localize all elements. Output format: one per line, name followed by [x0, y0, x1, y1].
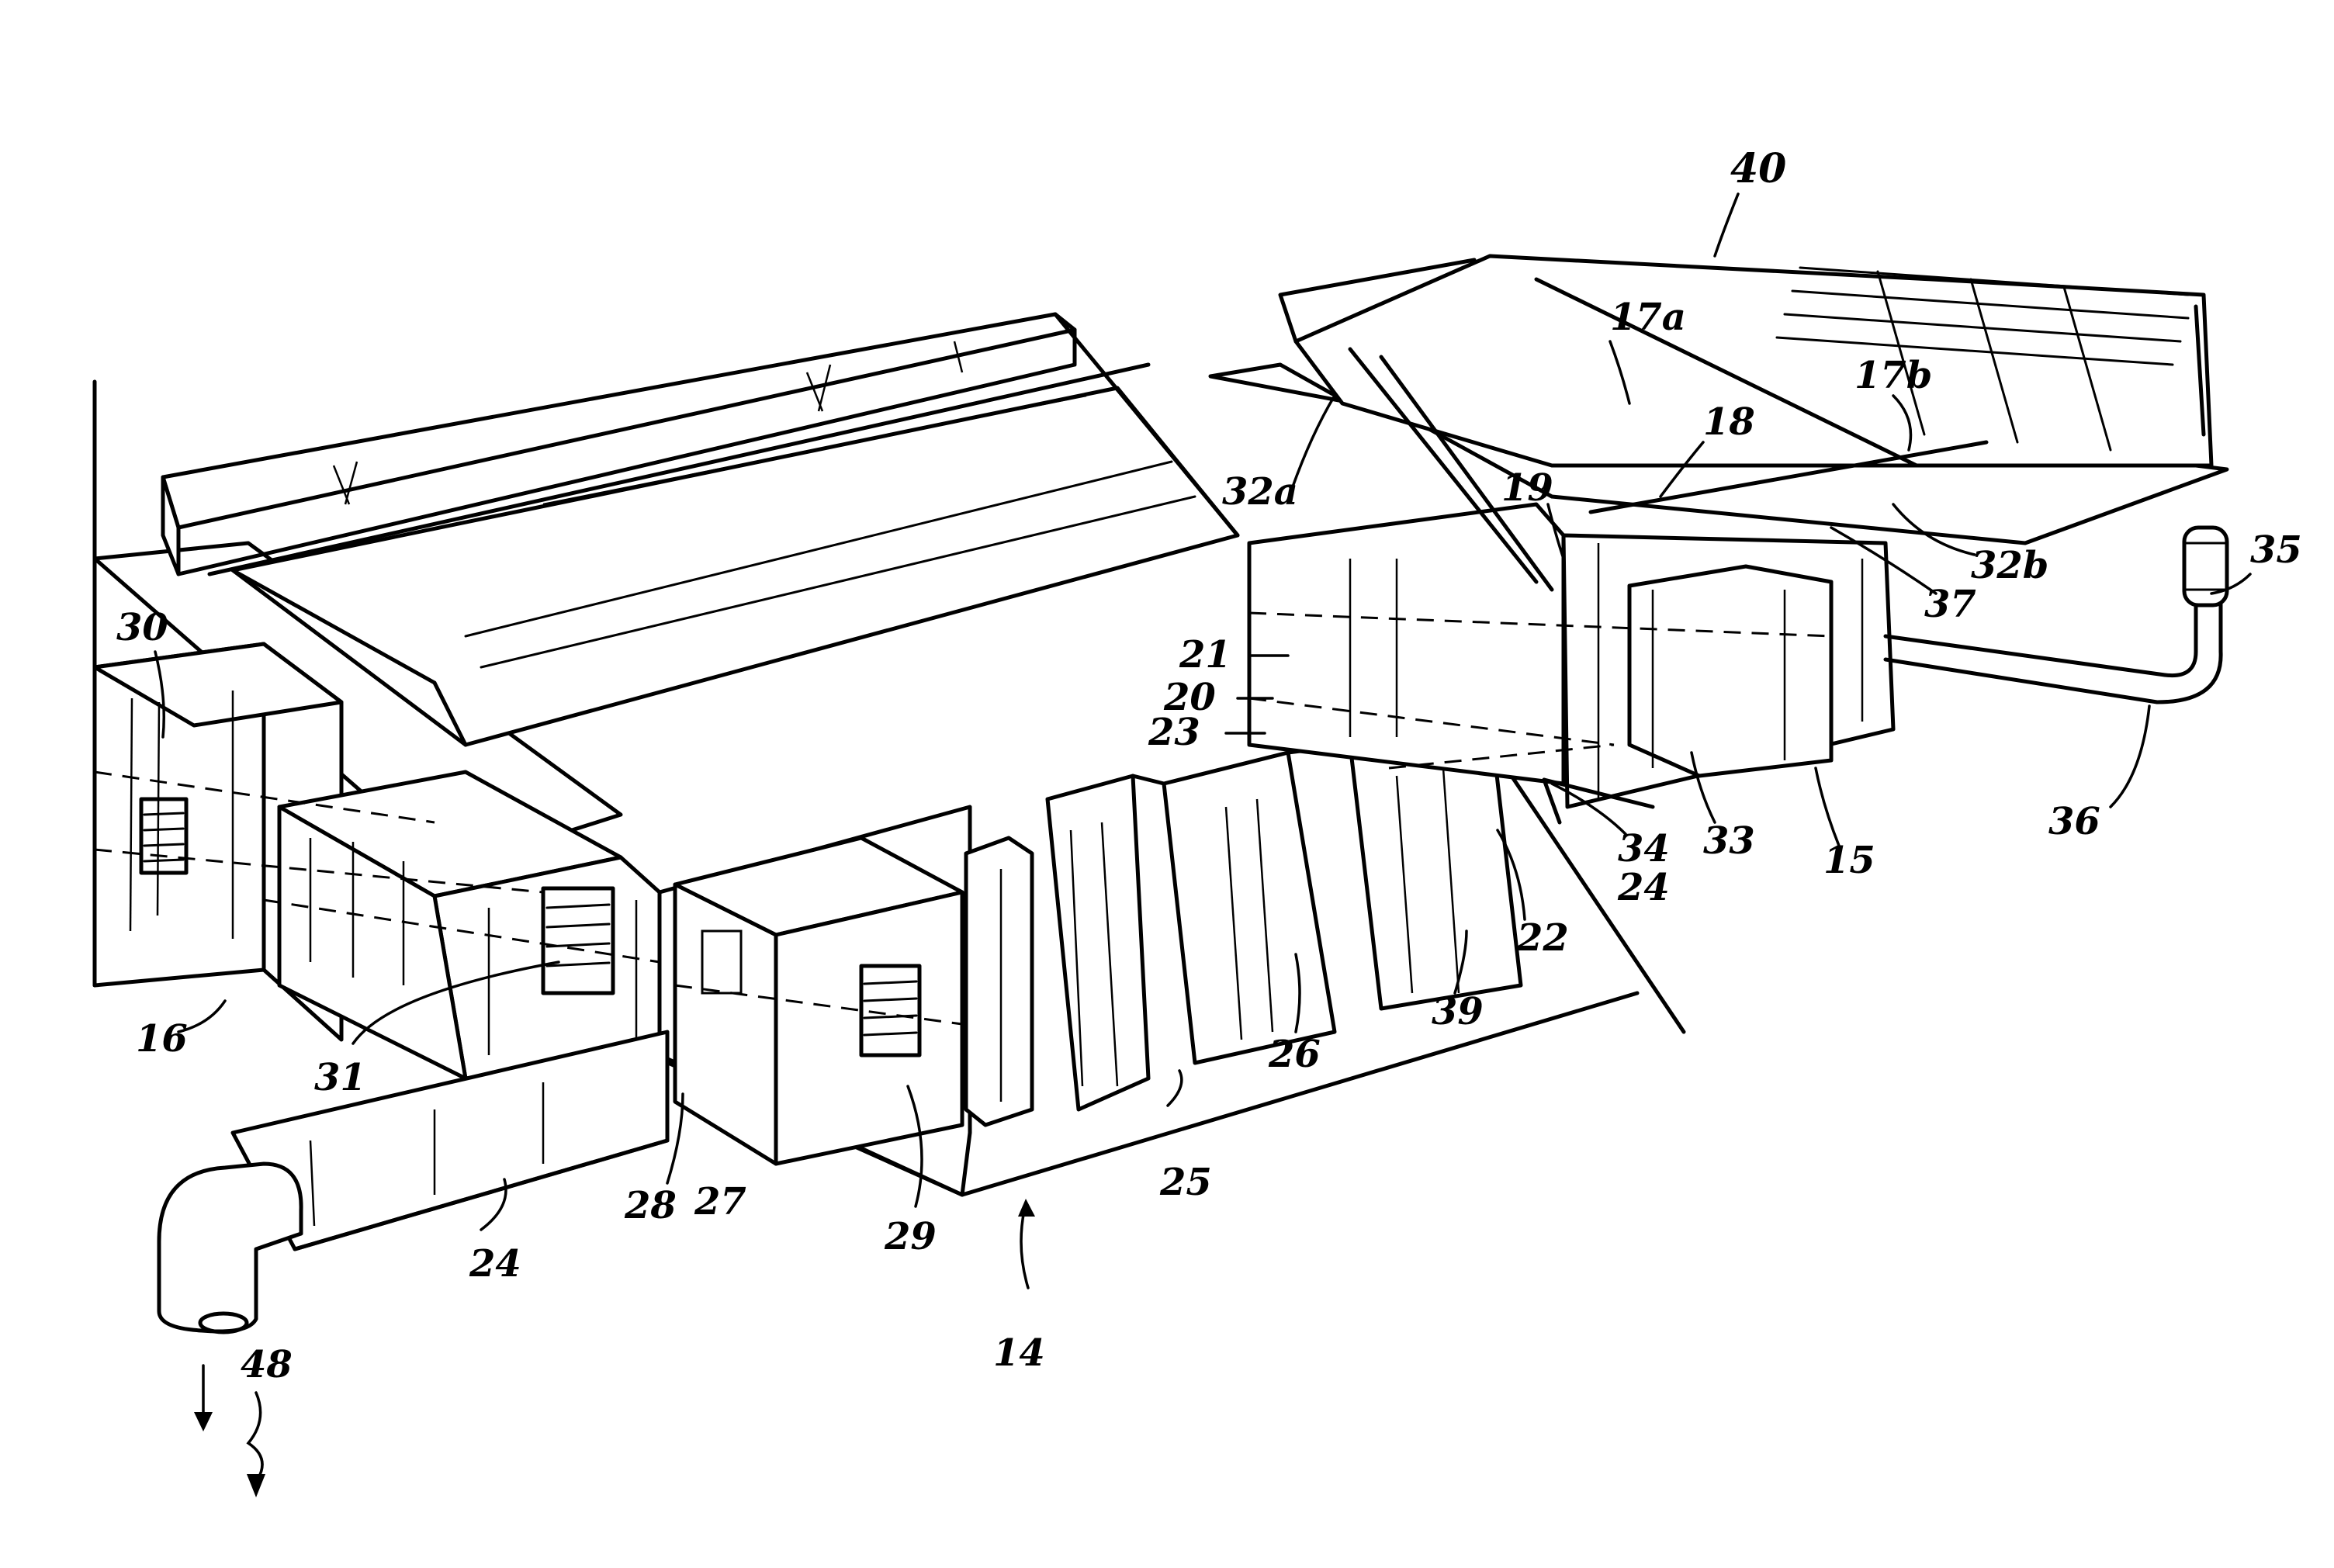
label-39: 39 — [1432, 990, 1484, 1033]
label-31: 31 — [314, 1056, 366, 1099]
label-37: 37 — [1924, 583, 1976, 626]
label-24-left: 24 — [469, 1242, 521, 1286]
label-16: 16 — [136, 1017, 188, 1061]
label-35: 35 — [2250, 528, 2302, 572]
label-21: 21 — [1179, 633, 1231, 677]
label-26: 26 — [1268, 1033, 1321, 1076]
label-27: 27 — [694, 1180, 746, 1224]
upper-trough-rails — [161, 312, 1240, 747]
pipe-24-left — [157, 1030, 670, 1334]
label-19: 19 — [1501, 466, 1553, 510]
label-34: 34 — [1618, 827, 1670, 871]
label-20: 20 — [1163, 676, 1216, 719]
label-30: 30 — [116, 606, 168, 649]
pipe-36 — [1883, 525, 2229, 704]
leader-lines — [154, 192, 2252, 1497]
label-17a: 17a — [1610, 296, 1686, 339]
label-32a: 32a — [1222, 470, 1298, 514]
label-32b: 32b — [1971, 544, 2048, 587]
label-15: 15 — [1823, 839, 1875, 882]
label-40: 40 — [1730, 145, 1786, 192]
reference-numerals: 40 17a 17b 18 19 32a 32b 35 37 30 21 20 … — [116, 145, 2302, 1386]
label-24-right: 24 — [1617, 866, 1670, 909]
central-base-and-bins — [657, 626, 1686, 1197]
label-22: 22 — [1516, 916, 1569, 960]
label-33: 33 — [1703, 819, 1755, 863]
label-18: 18 — [1703, 400, 1755, 444]
label-36: 36 — [2048, 800, 2100, 843]
top-right-grille — [1208, 254, 2229, 592]
label-17b: 17b — [1854, 354, 1932, 397]
label-29: 29 — [884, 1215, 937, 1258]
left-module-body — [92, 379, 662, 1081]
label-14: 14 — [993, 1331, 1045, 1375]
right-housing — [1247, 502, 1896, 825]
label-23: 23 — [1148, 711, 1200, 754]
label-28: 28 — [624, 1184, 677, 1227]
label-48: 48 — [241, 1343, 293, 1386]
label-25: 25 — [1159, 1161, 1212, 1204]
